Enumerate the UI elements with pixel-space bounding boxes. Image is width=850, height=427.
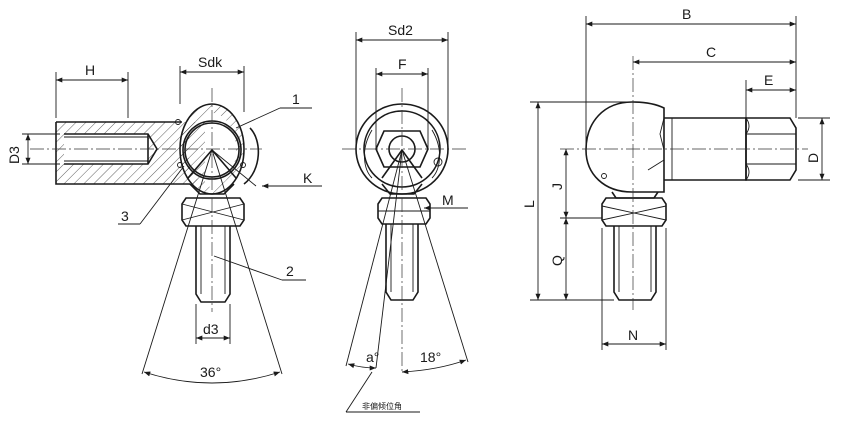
angle-note: 非偏倾位角 [362,401,402,411]
dim-B-label: B [682,6,691,22]
callout-1: 1 [292,91,300,107]
dim-D-label: D [805,153,821,163]
callout-3: 3 [121,208,129,224]
dim-Sd2-label: Sd2 [388,22,413,38]
dim-Q-label: Q [549,255,565,266]
dim-N-label: N [628,327,638,343]
dim-E-label: E [764,72,773,88]
dim-F-label: F [398,56,407,72]
dim-H-label: H [85,62,95,78]
dim-M-label: M [442,192,454,208]
right-view: B C E D L J Q N [521,6,830,350]
angle-18-label: 18° [420,349,441,365]
dim-d3-label: d3 [203,321,219,337]
dim-C-label: C [706,44,716,60]
middle-view: Sd2 F M a° 18° 非偏倾位角 [342,22,469,413]
angle-a-label: a° [366,349,379,365]
dim-K-label: K [303,170,313,186]
dim-D3-label: D3 [6,146,22,164]
callout-2: 2 [286,263,294,279]
angle-36-label: 36° [200,364,221,380]
dim-L-label: L [521,200,537,208]
left-view: H Sdk D3 K 1 2 3 d3 36° [6,54,322,384]
dim-J-label: J [549,183,565,190]
dim-Sdk-label: Sdk [198,54,223,70]
